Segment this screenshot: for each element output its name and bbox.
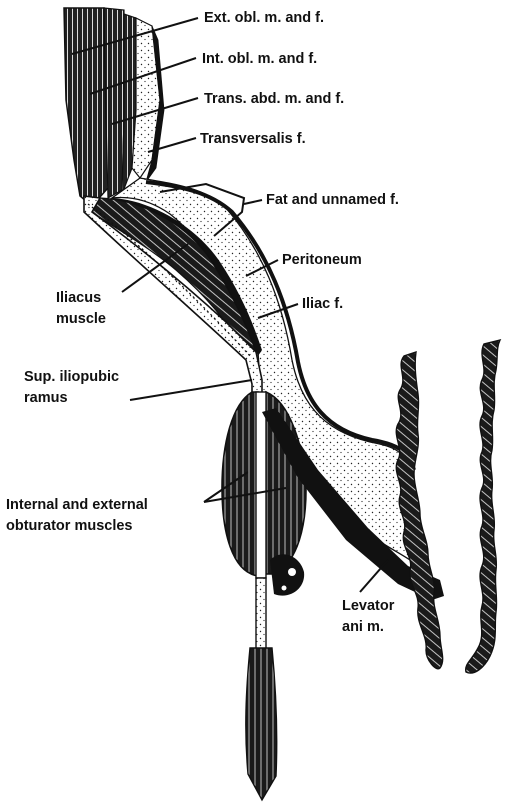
label-obturator-line1: Internal and external xyxy=(6,497,148,513)
label-levator-line1: Levator xyxy=(342,598,395,614)
label-levator-line2: ani m. xyxy=(342,619,384,635)
pelvic-viscera-walls xyxy=(396,340,500,673)
label-sup-iliopubic-line1: Sup. iliopubic xyxy=(24,369,119,385)
leader-sup-iliopubic xyxy=(130,380,252,400)
label-fat-unnamed: Fat and unnamed f. xyxy=(266,192,399,208)
label-ext-obl: Ext. obl. m. and f. xyxy=(204,10,324,26)
label-int-obl: Int. obl. m. and f. xyxy=(202,51,317,67)
obturator-membrane xyxy=(256,392,266,578)
label-iliacus-line2: muscle xyxy=(56,311,106,327)
label-transversalis: Transversalis f. xyxy=(200,131,306,147)
label-sup-iliopubic-line2: ramus xyxy=(24,390,68,406)
label-iliac-f: Iliac f. xyxy=(302,296,343,312)
abdominal-wall-muscles xyxy=(64,8,164,206)
leader-fat-to-label xyxy=(244,200,262,204)
rectal-wall-left xyxy=(396,352,442,669)
external-obturator-muscle xyxy=(222,392,258,576)
label-iliacus-line1: Iliacus xyxy=(56,290,101,306)
labels: Ext. obl. m. and f. Int. obl. m. and f. … xyxy=(6,10,399,635)
rectal-wall-right xyxy=(466,340,500,673)
external-oblique-muscle xyxy=(64,8,108,206)
label-trans-abd: Trans. abd. m. and f. xyxy=(204,91,344,107)
label-peritoneum: Peritoneum xyxy=(282,252,362,268)
internal-oblique-muscle xyxy=(104,8,124,198)
adductor-fibers xyxy=(246,648,277,800)
ischium-and-adductors xyxy=(246,578,277,800)
label-obturator-line2: obturator muscles xyxy=(6,518,133,534)
leader-levator xyxy=(360,560,388,592)
